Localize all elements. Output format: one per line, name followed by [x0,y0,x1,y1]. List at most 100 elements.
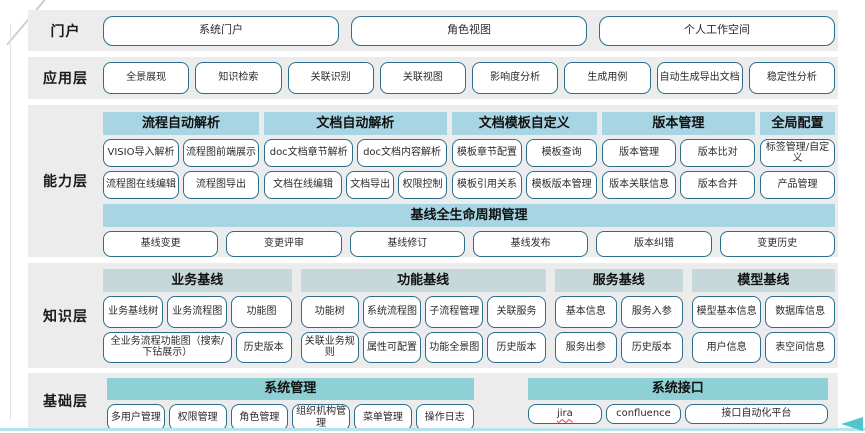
item-button[interactable]: 子流程管理 [425,296,484,328]
item-button[interactable]: doc文档章节解析 [264,139,354,167]
button-row: 业务基线树业务流程图功能图 [103,296,292,328]
portal-buttons: 系统门户角色视图个人工作空间 [103,15,835,46]
button-row: 关联业务规则属性可配置功能全景图历史版本 [300,331,546,363]
group-header: 系统管理 [107,378,474,400]
item-button[interactable]: 模板查询 [526,139,597,167]
item-button[interactable]: 模型基本信息 [691,296,762,328]
capability-groups: 流程自动解析 VISIO导入解析流程图前端展示流程图在线编辑流程图导出 文档自动… [103,112,835,199]
group-buttons: 多用户管理权限管理角色管理组织机构管理菜单管理操作日志 [107,404,474,431]
item-button[interactable]: 关联视图 [379,62,466,94]
item-button[interactable]: confluence [606,404,681,424]
item-button[interactable]: 版本合并 [680,171,755,199]
item-button[interactable]: 产品管理 [759,171,835,199]
item-button[interactable]: 流程图在线编辑 [103,171,180,199]
item-button[interactable]: 影响度分析 [472,62,559,94]
button-row: 产品管理 [759,171,835,199]
item-button[interactable]: 知识检索 [195,62,282,94]
item-button[interactable]: 模板章节配置 [451,139,523,167]
item-button[interactable]: 模板引用关系 [451,171,523,199]
group-process-auto-parse: 流程自动解析 VISIO导入解析流程图前端展示流程图在线编辑流程图导出 [103,112,260,199]
item-button[interactable]: 用户信息 [691,331,762,363]
item-button[interactable]: jira [527,404,603,424]
item-button[interactable]: 角色管理 [230,404,289,431]
button-row: 版本关联信息版本合并 [601,171,755,199]
group-service-baseline: 服务基线 基本信息服务入参服务出参历史版本 [554,269,683,363]
item-button[interactable]: 功能全景图 [425,331,484,363]
item-button[interactable]: 基线修订 [349,231,465,257]
button-row: 服务出参历史版本 [554,331,683,363]
item-button[interactable]: 版本关联信息 [601,171,677,199]
item-button[interactable]: 历史版本 [235,331,292,363]
item-button[interactable]: 组织机构管理 [292,404,351,431]
item-button[interactable]: VISIO导入解析 [103,139,180,167]
item-button[interactable]: 模板版本管理 [526,171,597,199]
group-buttons: 版本管理版本比对版本关联信息版本合并 [601,139,755,199]
item-button[interactable]: 变更历史 [719,231,835,257]
button-row: 全业务流程功能图（搜索/下钻展示）历史版本 [103,331,292,363]
item-button[interactable]: 权限管理 [168,404,227,431]
item-button[interactable]: 全业务流程功能图（搜索/下钻展示） [103,331,232,363]
item-button[interactable]: 关联服务 [487,296,546,328]
item-button[interactable]: 关联业务规则 [300,331,359,363]
item-button[interactable]: 关联识别 [287,62,374,94]
group-model-baseline: 模型基线 模型基本信息数据库信息用户信息表空间信息 [691,269,835,363]
item-button[interactable]: 文档导出 [346,171,395,199]
item-button[interactable]: 数据库信息 [765,296,835,328]
item-button[interactable]: 稳定性分析 [748,62,835,94]
item-button[interactable]: 文档在线编辑 [264,171,343,199]
item-button[interactable]: 版本管理 [601,139,677,167]
item-button[interactable]: 业务流程图 [167,296,228,328]
item-button[interactable]: 表空间信息 [765,331,835,363]
item-button[interactable]: 标签管理/自定义 [759,139,835,167]
item-button[interactable]: 基本信息 [554,296,617,328]
item-button[interactable]: 全景展现 [103,62,190,94]
bottom-accent-line [0,428,865,431]
item-button[interactable]: 历史版本 [620,331,683,363]
item-button[interactable]: 功能树 [300,296,359,328]
item-button[interactable]: 菜单管理 [354,404,412,431]
base-groups: 系统管理 多用户管理权限管理角色管理组织机构管理菜单管理操作日志 系统接口 ji… [107,378,835,431]
item-button[interactable]: 业务基线树 [103,296,164,328]
group-buttons: 基线变更变更评审基线修订基线发布版本纠错变更历史 [103,231,835,257]
group-header: 版本管理 [601,112,755,135]
button-row: 用户信息表空间信息 [691,331,835,363]
item-button[interactable]: 多用户管理 [107,404,165,431]
button-row: 流程图在线编辑流程图导出 [103,171,260,199]
item-button[interactable]: 操作日志 [415,404,474,431]
band-knowledge-label: 知识层 [43,308,88,325]
item-button[interactable]: 自动生成导出文档 [656,62,743,94]
item-button[interactable]: 属性可配置 [362,331,422,363]
item-button[interactable]: 基线变更 [103,231,219,257]
band-capability: 能力层 流程自动解析 VISIO导入解析流程图前端展示流程图在线编辑流程图导出 … [28,105,838,257]
button-row: 模板引用关系模板版本管理 [451,171,597,199]
item-button[interactable]: 系统流程图 [362,296,422,328]
item-button[interactable]: 版本比对 [680,139,755,167]
item-button[interactable]: 系统门户 [103,15,339,46]
item-button[interactable]: 历史版本 [487,331,546,363]
band-portal: 门户 系统门户角色视图个人工作空间 [28,10,838,51]
item-button[interactable]: 接口自动化平台 [684,404,828,424]
item-button[interactable]: 生成用例 [564,62,651,94]
group-header: 业务基线 [103,269,292,292]
item-button[interactable]: 服务出参 [554,331,617,363]
item-button[interactable]: 流程图导出 [183,171,260,199]
item-button[interactable]: 角色视图 [351,15,587,46]
item-button[interactable]: doc文档内容解析 [357,139,447,167]
item-button[interactable]: 变更评审 [226,231,342,257]
item-button[interactable]: 个人工作空间 [599,15,835,46]
item-button[interactable]: 功能图 [231,296,292,328]
item-button[interactable]: 权限控制 [398,171,447,199]
item-button[interactable]: 流程图前端展示 [183,139,260,167]
item-button[interactable]: 服务入参 [620,296,683,328]
item-button[interactable]: 基线发布 [472,231,589,257]
group-doc-template-custom: 文档模板自定义 模板章节配置模板查询模板引用关系模板版本管理 [451,112,597,199]
band-application-label: 应用层 [43,71,88,87]
band-capability-label: 能力层 [43,174,88,190]
item-button[interactable]: 版本纠错 [596,231,712,257]
group-baseline-lifecycle: 基线全生命周期管理 基线变更变更评审基线修订基线发布版本纠错变更历史 [103,204,835,257]
